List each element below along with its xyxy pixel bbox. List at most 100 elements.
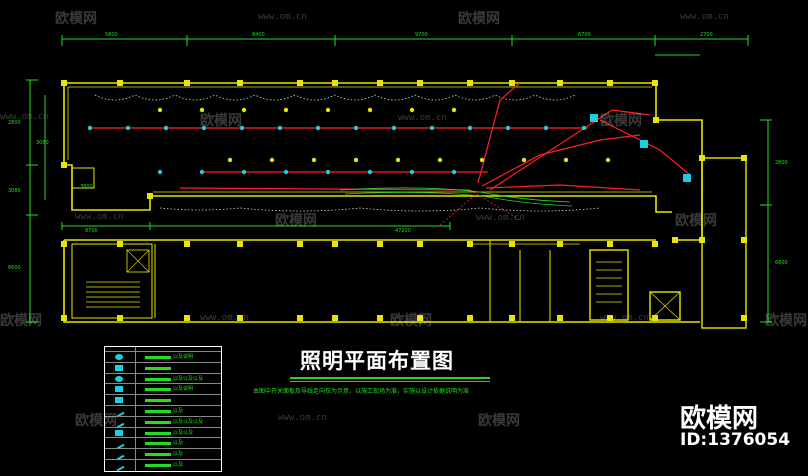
legend-bar xyxy=(145,388,171,392)
column-mark xyxy=(332,315,338,321)
column-mark xyxy=(699,155,705,161)
legend-bar xyxy=(145,410,171,413)
lamp-mark xyxy=(467,125,473,131)
legend-row: 以及以及以及 xyxy=(105,372,221,385)
legend-table: 以及说明以及以及以及以及说明以及以及以及以及以及以及以及以及以及 xyxy=(104,346,222,472)
legend-label: 以及以及以及 xyxy=(173,418,204,425)
column-mark xyxy=(509,241,515,247)
legend-bar xyxy=(145,442,171,446)
ceiling-light-icon xyxy=(115,354,123,360)
legend-row xyxy=(105,394,221,406)
column-mark xyxy=(653,117,659,123)
dim-label: 2800 xyxy=(775,160,788,166)
column-mark xyxy=(607,315,613,321)
lamp-mark xyxy=(269,157,275,163)
lamp-mark xyxy=(521,157,527,163)
column-mark xyxy=(467,241,473,247)
legend-row: 以及说明 xyxy=(105,351,221,363)
legend-label: 以及 xyxy=(173,451,184,458)
column-mark xyxy=(652,80,658,86)
column-mark xyxy=(557,315,563,321)
dim-label: 3080 xyxy=(8,188,21,194)
column-mark xyxy=(607,80,613,86)
spot-light-icon xyxy=(115,364,123,371)
column-mark xyxy=(377,241,383,247)
column-mark xyxy=(741,155,747,161)
right-dimension-chain xyxy=(760,119,772,323)
column-mark xyxy=(237,315,243,321)
drawing-note: 本图中开关面板及导线走向仅为示意，以施工现场为准，实施以设计依据说明为准 xyxy=(253,388,470,395)
bottom-dimension-chain xyxy=(61,222,451,230)
lamp-mark xyxy=(199,107,205,113)
column-mark xyxy=(417,80,423,86)
lamp-mark xyxy=(581,125,587,131)
column-mark xyxy=(652,241,658,247)
legend-row: 以及 xyxy=(105,459,221,472)
column-mark xyxy=(297,241,303,247)
column-mark xyxy=(741,237,747,243)
legend-row: 以及 xyxy=(105,405,221,418)
switch-leads xyxy=(439,189,521,226)
lamp-arc-row xyxy=(94,94,601,212)
lamp-mark xyxy=(241,107,247,113)
column-mark xyxy=(607,241,613,247)
title-underline-thin xyxy=(290,381,490,382)
lamp-mark xyxy=(543,125,549,131)
lamp-mark xyxy=(605,157,611,163)
upper-hall-walls xyxy=(63,82,703,241)
lamp-mark xyxy=(479,157,485,163)
legend-label: 以及以及以及 xyxy=(173,375,204,382)
column-mark xyxy=(741,315,747,321)
column-mark xyxy=(417,241,423,247)
lamp-mark xyxy=(325,169,331,175)
legend-label: 以及 xyxy=(173,462,184,468)
column-mark xyxy=(237,80,243,86)
lamp-mark xyxy=(409,107,415,113)
legend-bar xyxy=(145,366,171,370)
legend-row: 以及 xyxy=(105,437,221,450)
column-mark xyxy=(117,80,123,86)
legend-row: 以及以及 xyxy=(105,426,221,439)
lamp-mark xyxy=(239,125,245,131)
right-stair-block xyxy=(589,157,747,329)
fan-icon xyxy=(115,397,123,404)
column-mark xyxy=(184,315,190,321)
column-mark xyxy=(509,80,515,86)
lamp-mark xyxy=(391,125,397,131)
lamp-mark xyxy=(429,125,435,131)
dim-label: 6600 xyxy=(8,265,21,271)
legend-bar xyxy=(145,464,171,467)
lamp-mark xyxy=(353,125,359,131)
lamp-mark xyxy=(157,169,163,175)
legend-row xyxy=(105,361,221,374)
column-mark xyxy=(652,315,658,321)
dim-label: 8700 xyxy=(85,228,98,234)
downlight-icon xyxy=(115,375,123,382)
column-mark xyxy=(417,315,423,321)
drawing-title: 照明平面布置图 xyxy=(300,349,454,373)
column-mark xyxy=(377,315,383,321)
column-mark xyxy=(672,237,678,243)
fan-fixtures xyxy=(590,114,691,182)
lamp-mark xyxy=(325,107,331,113)
title-underline xyxy=(290,377,490,379)
lamp-mark xyxy=(395,157,401,163)
column-mark xyxy=(557,241,563,247)
left-stair-flights xyxy=(86,281,140,308)
lighting-circuits xyxy=(90,82,691,191)
column-mark xyxy=(377,80,383,86)
lamp-mark xyxy=(311,157,317,163)
structural-columns xyxy=(61,80,747,321)
column-mark xyxy=(61,241,67,247)
dim-label: 6700 xyxy=(578,32,591,38)
column-mark xyxy=(332,241,338,247)
column-mark xyxy=(297,80,303,86)
legend-bar xyxy=(145,377,171,381)
lamp-mark xyxy=(367,169,373,175)
column-mark xyxy=(557,80,563,86)
dim-label: 6600 xyxy=(775,260,788,266)
dim-label: 3080 xyxy=(36,140,49,146)
lamp-mark xyxy=(87,125,93,131)
column-mark xyxy=(467,315,473,321)
